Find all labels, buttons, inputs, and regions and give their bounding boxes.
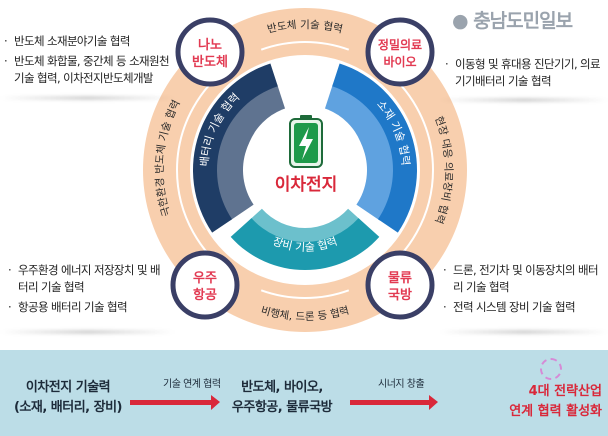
callout-item: 항공용 배터리 기술 협력: [8, 299, 168, 316]
flow-step-industries: 반도체, 바이오, 우주항공, 물류국방: [222, 378, 342, 418]
callout-nano: 반도체 소재분야기술 협력 반도체 화합물, 중간체 등 소재원천 기술 협력,…: [4, 33, 180, 90]
equipment-segment: [230, 218, 380, 270]
node-aerospace: 우주 항공: [170, 250, 240, 320]
flow-step-battery-tech: 이차전지 기술력 (소재, 배터리, 장비): [8, 378, 128, 418]
callout-item: 우주환경 에너지 저장장치 및 배터리 기술 협력: [8, 262, 168, 296]
callout-item: 반도체 화합물, 중간체 등 소재원천 기술 협력, 이차전지반도체개발: [4, 53, 180, 87]
svg-text:물류: 물류: [388, 271, 412, 286]
svg-text:정밀의료: 정밀의료: [378, 37, 422, 52]
flow-step-line: 이차전지 기술력: [25, 380, 111, 395]
callout-item: 전력 시스템 장비 기술 협력: [443, 299, 603, 316]
svg-text:나노: 나노: [198, 37, 222, 53]
callout-item: 반도체 소재분야기술 협력: [4, 33, 180, 50]
flow-arrow-label-2: 시너지 창출: [378, 379, 425, 390]
node-precision-medical-bio: 정밀의료 바이오: [365, 17, 435, 87]
callout-space: 우주환경 에너지 저장장치 및 배터리 기술 협력 항공용 배터리 기술 협력: [8, 262, 168, 319]
svg-text:바이오: 바이오: [383, 54, 416, 69]
cooperation-diagram: 이차전지 반도체 기술 협력 현장 대응 의료장비 협력 비행체, 드론 등 협…: [143, 7, 467, 332]
flow-step-line: (소재, 배터리, 장비): [13, 400, 123, 415]
material-segment: [332, 63, 418, 233]
callout-item: 이동형 및 휴대용 진단기기, 의료기기배터리 기술 협력: [445, 56, 605, 90]
flow-arrow-label-1: 기술 연계 협력: [163, 379, 221, 390]
network-gear-icon: [540, 358, 562, 380]
flow-step-line: 반도체, 바이오,: [241, 380, 323, 395]
flow-step-result: 4대 전략산업 연계 협력 활성화: [470, 382, 602, 422]
callout-bio: 이동형 및 휴대용 진단기기, 의료기기배터리 기술 협력: [445, 56, 605, 93]
ring-label-top: 반도체 기술 협력: [266, 19, 344, 36]
center-title: 이차전지: [275, 175, 338, 195]
battery-charging-icon: [289, 115, 323, 168]
node-nano-semiconductor: 나노 반도체: [175, 17, 245, 87]
callout-logistics: 드론, 전기차 및 이동장치의 배터리 기술 협력 전력 시스템 장비 기술 협…: [443, 262, 603, 319]
svg-text:반도체: 반도체: [192, 54, 228, 70]
battery-segment: [192, 63, 278, 233]
svg-text:국방: 국방: [388, 287, 412, 303]
equipment-segment-inner: [250, 208, 360, 245]
flow-step-line: 우주항공, 물류국방: [231, 400, 333, 415]
callout-item: 드론, 전기차 및 이동장치의 배터리 기술 협력: [443, 262, 603, 296]
node-logistics-defense: 물류 국방: [365, 250, 435, 320]
watermark-text: 충남도민일보: [473, 10, 573, 32]
flow-step-line: 연계 협력 활성화: [509, 404, 602, 419]
flow-arrow-2: [350, 395, 438, 410]
watermark-dot-icon: ●: [452, 10, 474, 32]
ring-label-bottom: 비행체, 드론 등 협력: [259, 305, 350, 324]
flow-step-line: 4대 전략산업: [528, 384, 602, 399]
flow-arrow-1: [130, 395, 220, 410]
watermark-logo: ● 충남도민일보: [452, 6, 573, 33]
flow-band: [0, 350, 608, 436]
svg-text:우주: 우주: [193, 271, 217, 286]
svg-text:항공: 항공: [193, 287, 217, 303]
segment-label-equipment: 장비 기술 협력: [271, 235, 339, 254]
